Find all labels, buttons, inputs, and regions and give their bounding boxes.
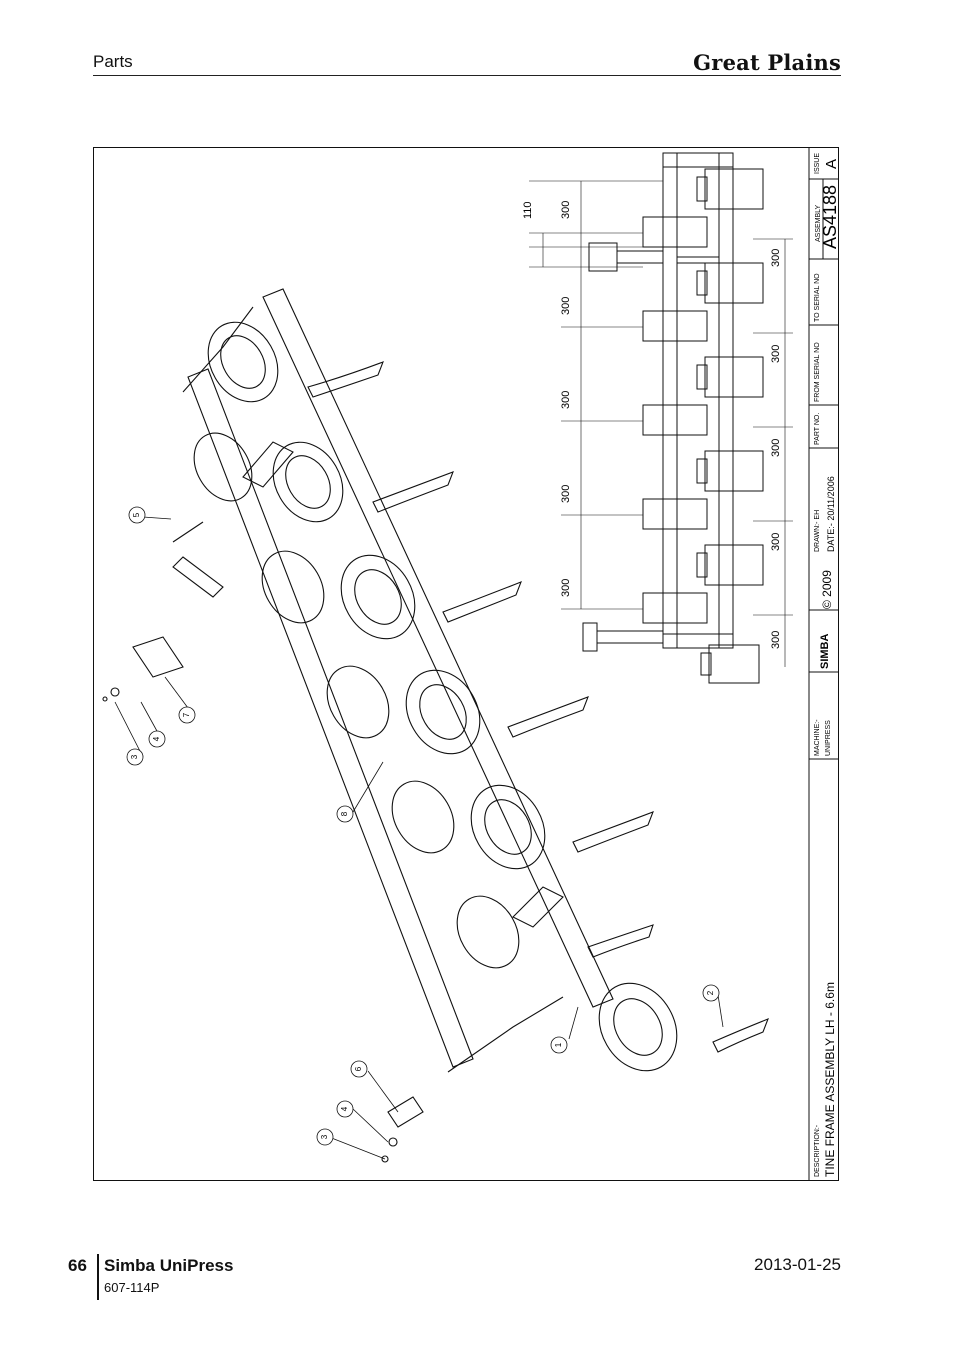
- title-block-text: ISSUE A ASSEMBLY AS4188 TO SERIAL NO FRO…: [814, 153, 839, 1177]
- iso-rollers: [193, 321, 678, 1072]
- callout-labels: 5 7 4 3 8 1 2 6 4 3: [130, 512, 715, 1139]
- dim-300: 300: [560, 297, 572, 315]
- dim-110: 110: [522, 201, 534, 219]
- publication-date: 2013-01-25: [754, 1255, 841, 1274]
- dim-300: 300: [560, 391, 572, 409]
- simba-logo: SIMBA: [819, 634, 831, 670]
- dim-300: 300: [770, 345, 782, 363]
- callout-5: 5: [132, 512, 141, 517]
- dim-300: 300: [770, 631, 782, 649]
- assembly-value: AS4188: [820, 185, 839, 249]
- plan-rollers: [642, 168, 764, 684]
- description-value: TINE FRAME ASSEMBLY LH - 6.6m: [823, 982, 837, 1177]
- issue-label: ISSUE: [814, 153, 821, 174]
- drawn-label: DRAWN:- EH: [814, 510, 821, 552]
- issue-value: A: [823, 159, 839, 169]
- section-label: Parts: [93, 52, 133, 71]
- callouts: [114, 506, 724, 1160]
- plan-view: [529, 152, 793, 684]
- dim-300: 300: [770, 533, 782, 551]
- plan-dimensions: 110 300 300 300 300 300 300 300 300 300 …: [522, 201, 782, 649]
- parts-drawing: ISSUE A ASSEMBLY AS4188 TO SERIAL NO FRO…: [93, 147, 839, 1181]
- iso-tines: [307, 361, 769, 1053]
- to-serial-label: TO SERIAL NO: [814, 273, 821, 322]
- dim-300: 300: [560, 579, 572, 597]
- header-rule: [93, 75, 841, 76]
- page-number: 66: [68, 1256, 87, 1275]
- callout-2: 2: [706, 990, 715, 995]
- manual-title: Simba UniPress: [104, 1256, 234, 1275]
- callout-6: 6: [354, 1066, 363, 1071]
- title-block: [808, 147, 839, 1181]
- description-label: DESCRIPTION:-: [814, 1124, 821, 1177]
- callout-4: 4: [152, 736, 161, 741]
- machine-label: MACHINE:-: [814, 719, 821, 756]
- dim-300: 300: [560, 201, 572, 219]
- callout-4: 4: [340, 1106, 349, 1111]
- part-no-label: PART NO.: [814, 413, 821, 445]
- callout-8: 8: [340, 811, 349, 816]
- footer-divider: [97, 1254, 99, 1300]
- copyright: © 2009: [820, 570, 834, 609]
- dim-300: 300: [770, 249, 782, 267]
- dim-300: 300: [770, 439, 782, 457]
- machine-value: UNIPRESS: [825, 720, 832, 756]
- manual-code: 607-114P: [104, 1280, 160, 1295]
- isometric-view: [102, 288, 769, 1163]
- brand-logo: Great Plains: [693, 50, 841, 75]
- dim-300: 300: [560, 485, 572, 503]
- date-label: DATE:- 20/11/2006: [826, 476, 836, 552]
- from-serial-label: FROM SERIAL NO: [814, 342, 821, 402]
- callout-7: 7: [182, 712, 191, 717]
- assembly-label: ASSEMBLY: [815, 204, 822, 242]
- callout-3: 3: [320, 1134, 329, 1139]
- callout-1: 1: [554, 1042, 563, 1047]
- callout-3: 3: [130, 754, 139, 759]
